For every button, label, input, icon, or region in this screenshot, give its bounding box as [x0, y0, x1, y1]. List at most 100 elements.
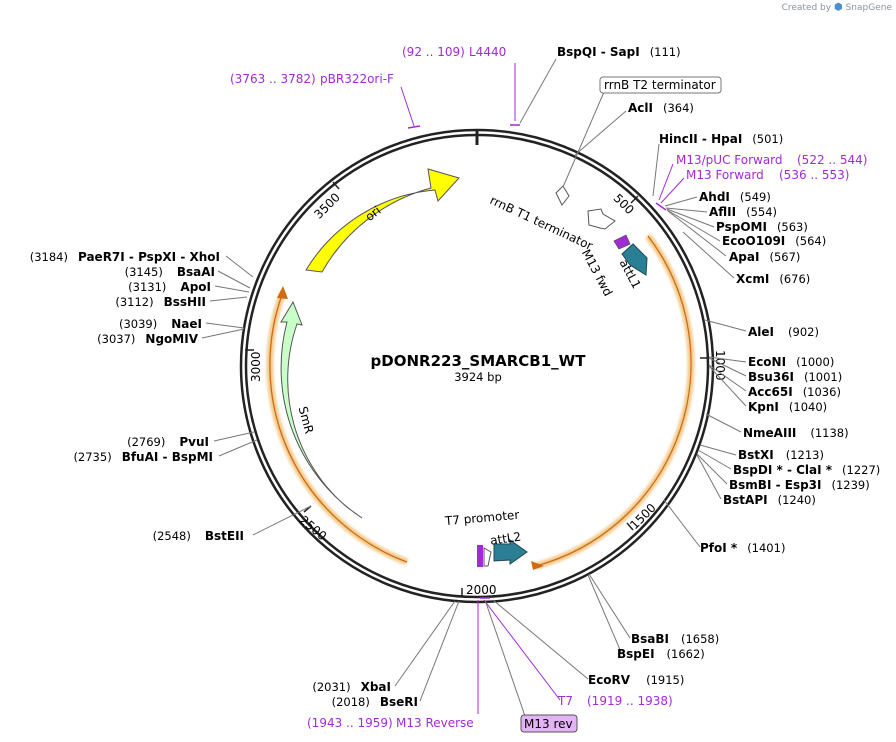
smr-label: SmR — [296, 405, 317, 435]
site-apai[interactable]: ApaI(567) — [729, 250, 800, 264]
site-econi[interactable]: EcoNI(1000) — [748, 355, 834, 369]
site-paer7i[interactable]: (3184)PaeR7I - PspXI - XhoI — [30, 250, 220, 264]
site-pspomi[interactable]: PspOMI(563) — [716, 220, 808, 234]
site-bsaai[interactable]: (3145)BsaAI — [125, 265, 215, 279]
ring-tick-label-2000: 2000 — [466, 583, 497, 597]
site-bstxi[interactable]: BstXI(1213) — [738, 448, 824, 462]
orf-arrowhead-right — [531, 561, 544, 570]
site-bseri[interactable]: (2018)BseRI — [332, 695, 418, 709]
site-bspqi[interactable]: BspQI - SapI(111) — [557, 45, 681, 59]
snapgene-logo-icon: ⬢ — [833, 2, 843, 13]
l4440-name: L4440 — [469, 45, 506, 59]
t7-promoter-arrow[interactable] — [483, 547, 492, 567]
leader-bsu36i — [708, 357, 747, 377]
rrnb-t1-arrow[interactable] — [587, 208, 616, 230]
rrnb-t2-leader — [562, 91, 605, 188]
site-leaders — [201, 58, 747, 702]
leader-acc65i — [708, 364, 747, 392]
m13forward-leader — [660, 177, 685, 204]
rrnb-t2-arrow[interactable] — [555, 185, 570, 206]
leader-xbai — [394, 600, 456, 687]
m13reverse-range: (1943 .. 1959) — [307, 716, 393, 730]
leader-ecorv — [492, 599, 589, 680]
leader-xcmi — [682, 231, 735, 279]
site-ecoo109i[interactable]: EcoO109I(564) — [722, 234, 826, 248]
leader-bstxi — [699, 444, 737, 456]
rrnb-t2-box[interactable] — [599, 76, 722, 94]
orf-arc-left — [269, 291, 408, 563]
boxed-labels: rrnB T2 terminator M13 rev — [484, 76, 722, 733]
site-ecorv[interactable]: EcoRV(1915) — [588, 673, 684, 687]
site-bsteii[interactable]: (2548)BstEII — [153, 529, 244, 543]
plasmid-length: 3924 bp — [454, 370, 502, 384]
site-bstapi[interactable]: BstAPI(1240) — [723, 493, 816, 507]
m13puc-leader — [658, 163, 674, 201]
ori-feature[interactable] — [305, 168, 460, 273]
leader-ngomiv — [201, 328, 245, 339]
site-pfoi[interactable]: PfoI *(1401) — [700, 541, 785, 555]
leader-naei — [205, 322, 245, 329]
snapgene-credit: Created by ⬢ SnapGene — [782, 2, 892, 13]
site-alei[interactable]: AleI(902) — [748, 325, 819, 339]
site-bsu36i[interactable]: Bsu36I(1001) — [748, 370, 842, 384]
smr-feature[interactable] — [280, 300, 363, 519]
m13-fwd-primer-site[interactable] — [613, 234, 631, 250]
m13rev-label: M13 rev — [524, 717, 573, 731]
m13reverse-name: M13 Reverse — [396, 716, 474, 730]
leader-nmeaiii — [705, 413, 742, 433]
l4440-range: (92 .. 109) — [402, 45, 465, 59]
orf-arrowhead-left — [277, 286, 288, 299]
leader-pspomi — [666, 208, 715, 228]
m13forward-name: M13 Forward — [686, 168, 764, 182]
leader-bfuai — [218, 439, 258, 457]
site-bsshii[interactable]: (3112)BssHII — [115, 295, 206, 309]
attl1-feature[interactable] — [621, 243, 648, 276]
site-nmeaiii[interactable]: NmeAIII(1138) — [743, 426, 849, 440]
site-bsabi[interactable]: BsaBI(1658) — [631, 632, 719, 646]
t7-primer-site[interactable] — [477, 545, 483, 567]
site-apoi[interactable]: (3131)ApoI — [128, 280, 211, 294]
m13-forward-site — [655, 202, 667, 211]
site-acli[interactable]: AclI(364) — [628, 101, 694, 115]
t7-name: T7 — [557, 694, 573, 708]
ring-tick-500 — [630, 195, 639, 204]
site-ahdi[interactable]: AhdI(549) — [699, 190, 771, 204]
leader-econi — [708, 356, 747, 363]
leader-apai — [667, 210, 727, 257]
credit-brand: SnapGene — [845, 3, 892, 13]
site-bfuai[interactable]: (2735)BfuAI - BspMI — [73, 450, 213, 464]
m13rev-box[interactable] — [520, 714, 578, 733]
leader-aflii — [665, 207, 708, 213]
site-bspei[interactable]: BspEI(1662) — [617, 647, 705, 661]
m13-fwd-label: M13 fwd — [579, 247, 615, 299]
site-bsmbi[interactable]: BsmBI - Esp3I(1239) — [729, 478, 870, 492]
attl2-feature[interactable] — [493, 539, 528, 565]
primer-labels: (92 .. 109) L4440 (3763 .. 3782) pBR322o… — [230, 45, 867, 730]
leader-bsmbi — [696, 453, 728, 485]
site-xcmi[interactable]: XcmI(676) — [736, 272, 810, 286]
leader-kpni — [708, 365, 747, 407]
site-xbai[interactable]: (2031)XbaI — [312, 680, 391, 694]
leader-paer7i — [225, 255, 254, 278]
m13puc-name: M13/pUC Forward — [676, 153, 783, 167]
site-hincii[interactable]: HincII - HpaI(501) — [659, 132, 783, 146]
site-bspdi[interactable]: BspDI * - ClaI *(1227) — [733, 463, 880, 477]
attl2-label: attL2 — [489, 530, 522, 548]
site-ngomiv[interactable]: (3037)NgoMIV — [97, 332, 199, 346]
site-kpni[interactable]: KpnI(1040) — [748, 400, 827, 414]
ring-tick-1500 — [626, 522, 634, 531]
site-aflii[interactable]: AflII(554) — [709, 205, 777, 219]
leader-ecoo109i — [666, 209, 721, 242]
site-pvui[interactable]: (2769)PvuI — [127, 435, 209, 449]
leader-bsabi — [588, 573, 631, 639]
pbr322ori-name: pBR322ori-F — [320, 72, 394, 86]
site-acc65i[interactable]: Acc65I(1036) — [748, 385, 841, 399]
leader-bseri — [419, 600, 460, 702]
pbr322ori-leader — [400, 86, 415, 127]
rrnb-t2-label: rrnB T2 terminator — [604, 78, 716, 92]
leader-bstapi — [696, 454, 722, 500]
leader-bspqi — [519, 58, 557, 124]
m13forward-range: (536 .. 553) — [779, 168, 849, 182]
site-naei[interactable]: (3039)NaeI — [119, 317, 202, 331]
